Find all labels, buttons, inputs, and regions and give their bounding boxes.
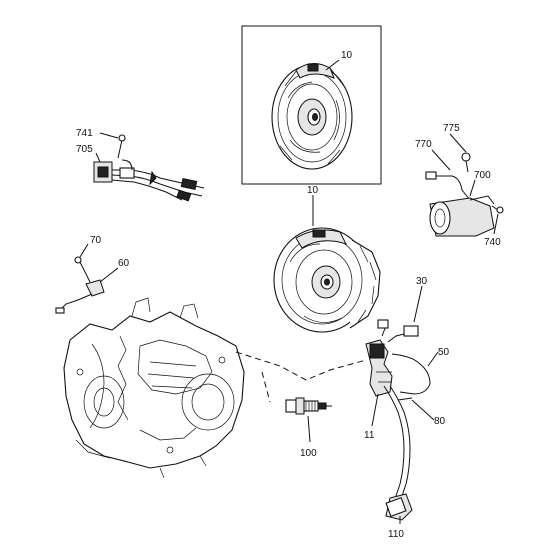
- leader-80: [411, 399, 435, 421]
- dashed-plug-line: [261, 371, 271, 403]
- callout-100: 100: [300, 448, 317, 459]
- callout-10-mid: 10: [307, 185, 319, 196]
- leader-60: [99, 267, 119, 283]
- leader-705: [95, 152, 101, 163]
- callout-770: 770: [415, 139, 432, 150]
- callout-60: 60: [118, 258, 130, 269]
- flywheel-top-drawing: [271, 63, 353, 170]
- leader-775: [449, 133, 467, 153]
- callout-700: 700: [474, 170, 491, 181]
- callout-70: 70: [90, 235, 102, 246]
- callout-80: 80: [434, 416, 446, 427]
- callout-10-top: 10: [341, 50, 353, 61]
- callout-741: 741: [76, 128, 93, 139]
- callout-110: 110: [388, 529, 404, 540]
- wire-harness-drawing: [93, 134, 205, 202]
- flywheel-main-drawing: [273, 227, 381, 333]
- callout-775: 775: [443, 123, 460, 134]
- leader-70: [79, 243, 89, 258]
- leader-30: [413, 285, 423, 323]
- leader-11: [371, 393, 379, 427]
- leader-10-top: [325, 59, 340, 71]
- engine-block-drawing: [63, 297, 245, 479]
- leader-100: [307, 415, 311, 443]
- ignition-module-drawing: [365, 319, 431, 521]
- leader-740: [493, 213, 499, 235]
- leader-770: [431, 149, 451, 171]
- callout-740: 740: [484, 237, 501, 248]
- leader-741: [99, 132, 119, 139]
- ignition-coil-drawing: [425, 152, 504, 237]
- spark-plug-drawing: [285, 397, 332, 415]
- dashed-routing-line: [235, 351, 367, 381]
- leader-700: [469, 179, 476, 197]
- callout-50: 50: [438, 347, 450, 358]
- leader-50: [427, 351, 439, 367]
- sensor-drawing: [55, 256, 105, 314]
- callout-11: 11: [364, 430, 375, 441]
- callout-30: 30: [416, 276, 428, 287]
- callout-705: 705: [76, 144, 93, 155]
